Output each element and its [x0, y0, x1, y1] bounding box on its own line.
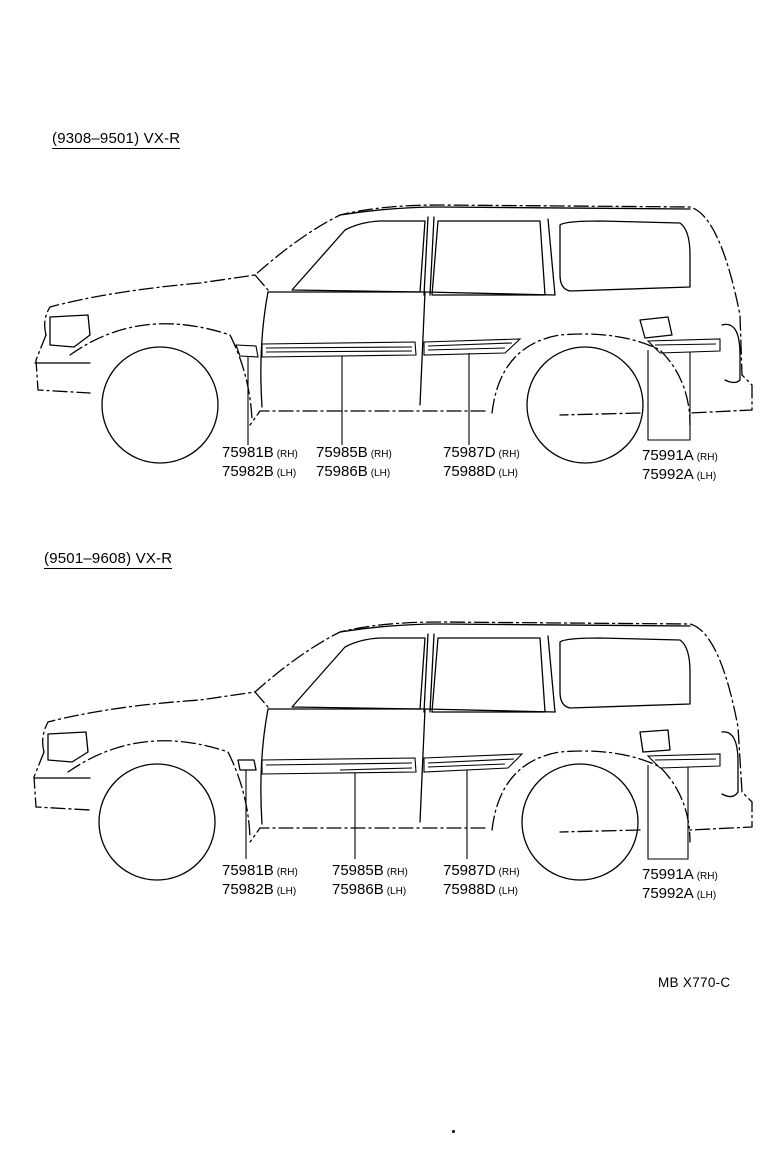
- side-lh: (LH): [386, 886, 407, 897]
- section-title-1: (9308–9501) VX-R: [52, 130, 181, 149]
- part-number-rh: 75987D: [443, 862, 496, 879]
- part-number-rh: 75985B: [332, 862, 384, 879]
- side-rh: (RH): [498, 449, 520, 460]
- section-title-1-text: (9308–9501) VX-R: [52, 130, 181, 149]
- side-lh: (LH): [276, 886, 297, 897]
- side-rh: (RH): [276, 449, 298, 460]
- part-number-lh: 75986B: [316, 463, 368, 480]
- section-title-2: (9501–9608) VX-R: [44, 550, 173, 569]
- side-lh: (LH): [498, 886, 518, 897]
- part-label-s2-3: 75987D(RH) 75988D(LH): [443, 862, 520, 900]
- section-title-2-text: (9501–9608) VX-R: [44, 550, 173, 569]
- side-lh: (LH): [498, 468, 518, 479]
- drawing-code: MB X770-C: [658, 975, 731, 990]
- part-number-rh: 75991A: [642, 447, 694, 464]
- side-lh: (LH): [696, 471, 717, 482]
- side-rh: (RH): [498, 867, 520, 878]
- part-number-lh: 75982B: [222, 881, 274, 898]
- side-rh: (RH): [370, 449, 392, 460]
- part-number-rh: 75981B: [222, 444, 274, 461]
- part-number-lh: 75992A: [642, 885, 694, 902]
- vehicle-side-view-1: [34, 204, 753, 464]
- part-label-s2-2: 75985B(RH) 75986B(LH): [332, 862, 408, 900]
- part-number-lh: 75986B: [332, 881, 384, 898]
- side-rh: (RH): [696, 871, 718, 882]
- side-rh: (RH): [276, 867, 298, 878]
- side-lh: (LH): [696, 890, 717, 901]
- part-label-s1-1: 75981B(RH) 75982B(LH): [222, 444, 298, 482]
- part-number-lh: 75988D: [443, 463, 496, 480]
- part-label-s1-2: 75985B(RH) 75986B(LH): [316, 444, 392, 482]
- part-label-s2-4: 75991A(RH) 75992A(LH): [642, 866, 718, 904]
- side-lh: (LH): [370, 468, 391, 479]
- side-rh: (RH): [696, 452, 718, 463]
- side-rh: (RH): [386, 867, 408, 878]
- part-number-rh: 75981B: [222, 862, 274, 879]
- part-label-s1-4: 75991A(RH) 75992A(LH): [642, 447, 718, 485]
- side-lh: (LH): [276, 468, 297, 479]
- part-label-s2-1: 75981B(RH) 75982B(LH): [222, 862, 298, 900]
- part-number-rh: 75985B: [316, 444, 368, 461]
- stray-mark: [452, 1130, 455, 1133]
- part-number-lh: 75988D: [443, 881, 496, 898]
- part-number-rh: 75991A: [642, 866, 694, 883]
- part-number-lh: 75982B: [222, 463, 274, 480]
- part-number-lh: 75992A: [642, 466, 694, 483]
- part-label-s1-3: 75987D(RH) 75988D(LH): [443, 444, 520, 482]
- part-number-rh: 75987D: [443, 444, 496, 461]
- vehicle-side-view-2: [33, 621, 753, 881]
